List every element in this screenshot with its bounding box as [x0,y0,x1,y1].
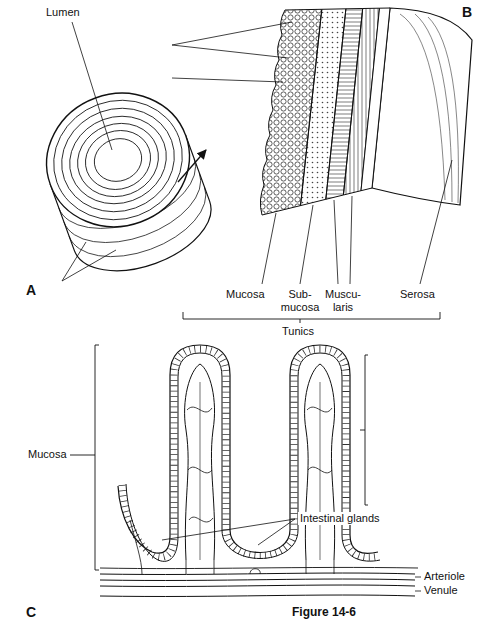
leader-line [172,22,292,82]
basement-membrane [126,353,380,561]
figure-caption: Figure 14-6 [292,606,356,620]
tunics-bracket [183,312,440,323]
layer-label: Mucosa [28,448,67,461]
leader-line [162,519,295,545]
capillary [185,364,215,560]
fold-ring [57,103,179,217]
epithelial-cells [122,349,379,557]
layer-label: Mucosa [226,288,265,301]
panel-letter: B [462,4,472,20]
leader-line [62,242,116,281]
vessel-label: Arteriole [424,570,465,583]
layer-label: Sub- mucosa [280,288,320,313]
leader-line [72,22,112,150]
wall-segment [260,8,472,215]
mucosa-bracket [70,345,99,570]
fold-ring [37,82,200,237]
lacteal [320,382,321,560]
lacteal [200,382,201,560]
panel-letter: C [26,604,36,620]
vessel-label: Venule [424,584,458,597]
fold-ring [67,112,169,208]
structure-label: Intestinal glands [298,512,382,525]
layer-label: Muscu- laris [323,288,363,313]
fold-ring [47,93,189,228]
serosa-layer [361,8,390,191]
intestine-tube [28,73,224,288]
villi-section [100,345,418,596]
villus-bracket [360,355,368,505]
fold-ring [77,121,159,198]
panel-letter: A [26,282,36,298]
layer-label: Serosa [400,288,435,301]
vessel-branch [130,520,334,574]
lumen-label: Lumen [46,6,80,19]
fold-ring [88,132,147,188]
capillary [305,364,335,560]
tube-rim [28,73,208,246]
leader-line [262,160,452,284]
venule [100,585,415,596]
muscularis-mucosae [100,567,418,568]
leader-line [415,577,421,591]
enlarge-arrow [178,150,206,182]
group-label: Tunics [282,325,314,338]
arteriole [100,573,415,580]
surface-hatching [400,14,458,203]
